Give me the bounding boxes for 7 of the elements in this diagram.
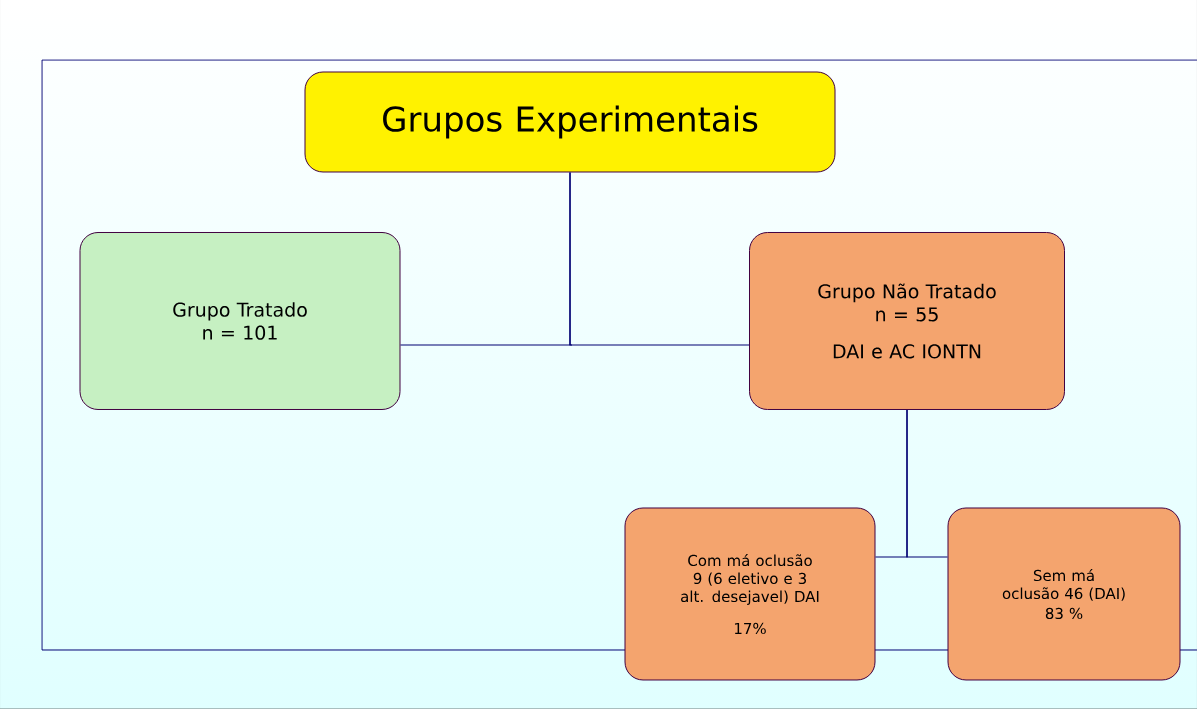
group-box: Grupo Tratado n = 101 [79,232,401,410]
result-box: Com má oclusão 9 (6 eletivo e 3 alt. desejavel) DAI 17% [624,507,876,681]
result-box: Sem má oclusão 46 (DAI) 83 % [947,507,1181,681]
title-box: Grupos Experimentais [304,71,836,173]
group-box: Grupo Não Tratado n = 55 DAI e AC IONTN [749,232,1065,410]
connector-line [906,409,949,558]
connector-line [569,171,750,346]
